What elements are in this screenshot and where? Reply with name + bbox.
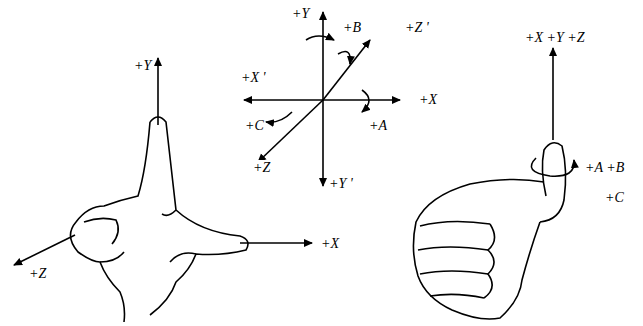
axis-label: +X: [418, 92, 438, 108]
axis-label: +Y: [133, 58, 152, 74]
axis-label: +Z: [28, 266, 47, 282]
axis-label: +Y ': [328, 176, 354, 192]
axis-label: +X: [320, 236, 340, 252]
axis-label: +Y: [291, 6, 310, 22]
axis-label: +Z ': [404, 20, 430, 36]
axis-label: +X ': [240, 70, 267, 86]
axis-label: +Z: [252, 160, 271, 176]
rotation-label: +A: [368, 118, 388, 134]
rotation-label: +A +B: [584, 160, 625, 176]
rotation-label: +C: [244, 118, 265, 134]
rotation-label: +B: [342, 20, 362, 36]
rotation-label: +C: [604, 190, 625, 206]
axis-label: +X +Y +Z: [524, 30, 585, 46]
